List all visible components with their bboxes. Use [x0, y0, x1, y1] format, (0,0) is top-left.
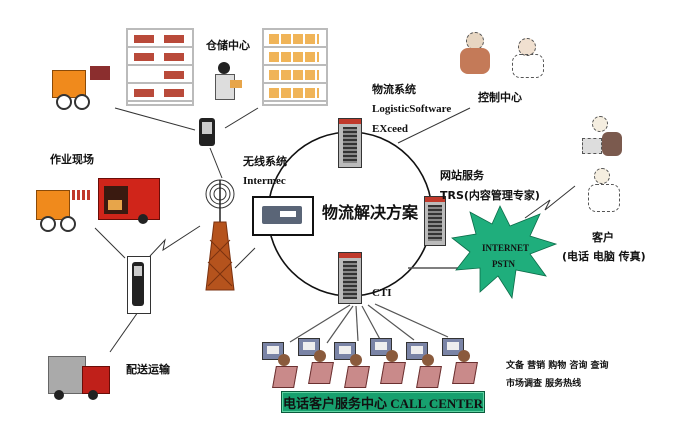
- line-internet-customer: [524, 185, 576, 219]
- agent-workstation-icon: [442, 338, 478, 384]
- pstn-label: PSTN: [492, 259, 516, 269]
- warehouse-label: 仓储中心: [206, 39, 250, 52]
- forklift-warehouse-icon: [52, 62, 112, 110]
- line-scanner-shelf: [224, 107, 259, 129]
- delivery-van-icon: [98, 178, 162, 226]
- cti-fanout: [289, 303, 449, 344]
- line-terminal-truck: [109, 311, 139, 353]
- line-forklift-scanner: [114, 107, 196, 131]
- forklift-worksite-icon: [36, 182, 96, 232]
- mobile-terminal-icon: [127, 256, 151, 314]
- agent-workstation-icon: [298, 338, 334, 384]
- line-terminal-tower: [149, 225, 201, 257]
- customer-sub: (电话 电脑 传真): [562, 250, 646, 263]
- web-server-icon: [424, 196, 446, 246]
- warehouse-boxes-shelf-icon: [262, 28, 328, 106]
- wireless-sub-label: Intermec: [243, 175, 286, 187]
- customer-phone-icon: [584, 168, 624, 212]
- cti-label: CTI: [372, 287, 392, 299]
- warehouse-worker-icon: [212, 62, 242, 106]
- logistics-sub1: LogisticSoftware: [372, 103, 452, 115]
- web-service-label: 网站服务: [440, 169, 484, 182]
- wireless-device-icon: [252, 196, 314, 236]
- internet-starburst: [451, 205, 558, 300]
- call-center-banner: 电话客户服务中心 CALL CENTER: [281, 391, 485, 413]
- worksite-label: 作业现场: [50, 153, 94, 166]
- center-title: 物流解决方案: [322, 203, 419, 222]
- call-center-agents: [262, 336, 482, 390]
- line-server-control: [397, 107, 471, 144]
- cti-server-icon: [338, 252, 362, 304]
- handheld-scanner-icon: [199, 118, 215, 146]
- agent-workstation-icon: [334, 342, 370, 388]
- semi-truck-icon: [48, 352, 110, 402]
- internet-label: INTERNET: [482, 243, 530, 253]
- call-center-services-line2: 市场调查 服务热线: [506, 379, 582, 389]
- logistics-sub2: EXceed: [372, 123, 409, 135]
- customer-label: 客户: [592, 231, 614, 244]
- line-tower-device: [234, 247, 256, 269]
- logistics-label: 物流系统: [372, 83, 416, 96]
- agent-workstation-icon: [262, 342, 298, 388]
- delivery-label: 配送运输: [126, 363, 170, 376]
- agent-workstation-icon: [406, 342, 442, 388]
- radio-tower-icon: [205, 179, 235, 291]
- line-worksite-terminal: [94, 227, 126, 259]
- customer-computer-icon: [580, 116, 624, 160]
- agent-workstation-icon: [370, 338, 406, 384]
- wireless-label: 无线系统: [243, 155, 287, 168]
- web-service-sub: TRS(内容管理专家): [440, 189, 540, 202]
- control-center-label: 控制中心: [478, 91, 522, 104]
- call-center-services-line1: 文备 营销 购物 咨询 查询: [506, 361, 609, 371]
- line-scanner-tower: [209, 147, 223, 179]
- warehouse-shelf-icon: [126, 28, 194, 106]
- logistics-server-icon: [338, 118, 362, 168]
- control-center-staff-icon: [438, 28, 558, 80]
